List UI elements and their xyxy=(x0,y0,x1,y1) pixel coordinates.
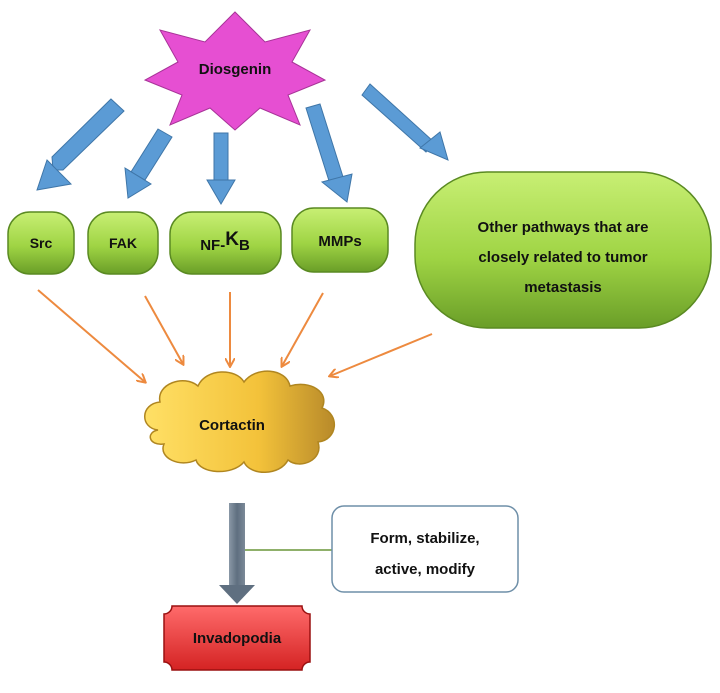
pathway-label-other-3: metastasis xyxy=(524,279,602,296)
orange-arrow-other xyxy=(330,333,433,376)
blue-arrow-src xyxy=(36,98,125,191)
orange-arrow-mmps xyxy=(282,292,324,366)
cortactin-label: Cortactin xyxy=(199,417,265,434)
orange-arrow-fak xyxy=(144,295,183,364)
invadopodia-box: Invadopodia xyxy=(163,605,311,671)
pathway-label-other-1: Other pathways that are xyxy=(478,219,649,236)
pathway-label-fak: FAK xyxy=(109,235,137,251)
pathway-box-nfkb: NF-KB xyxy=(169,211,282,275)
effect-box: Form, stabilize, active, modify xyxy=(331,505,519,593)
pathway-label-other-2: closely related to tumor xyxy=(478,249,647,266)
blue-arrow-fak xyxy=(124,128,173,199)
pathway-label-src: Src xyxy=(30,235,53,251)
pathway-box-other: Other pathways that are closely related … xyxy=(414,171,712,329)
effect-label-1: Form, stabilize, xyxy=(370,530,479,547)
blue-arrow-mmps xyxy=(305,103,353,203)
pathway-label-nfkb: NF-KB xyxy=(200,229,250,254)
pathway-box-src: Src xyxy=(7,211,75,275)
invadopodia-label: Invadopodia xyxy=(193,630,282,647)
cortactin-cloud: Cortactin xyxy=(144,370,336,473)
pathway-label-mmps: MMPs xyxy=(318,233,361,250)
diosgenin-star xyxy=(143,11,327,131)
pathway-box-mmps: MMPs xyxy=(291,207,389,273)
grey-arrow xyxy=(219,503,255,604)
blue-arrow-other xyxy=(361,83,449,161)
pathway-box-fak: FAK xyxy=(87,211,159,275)
orange-arrow-src xyxy=(37,289,145,382)
diosgenin-label: Diosgenin xyxy=(199,61,272,78)
effect-label-2: active, modify xyxy=(375,561,476,578)
blue-arrow-nfkb xyxy=(206,132,236,205)
